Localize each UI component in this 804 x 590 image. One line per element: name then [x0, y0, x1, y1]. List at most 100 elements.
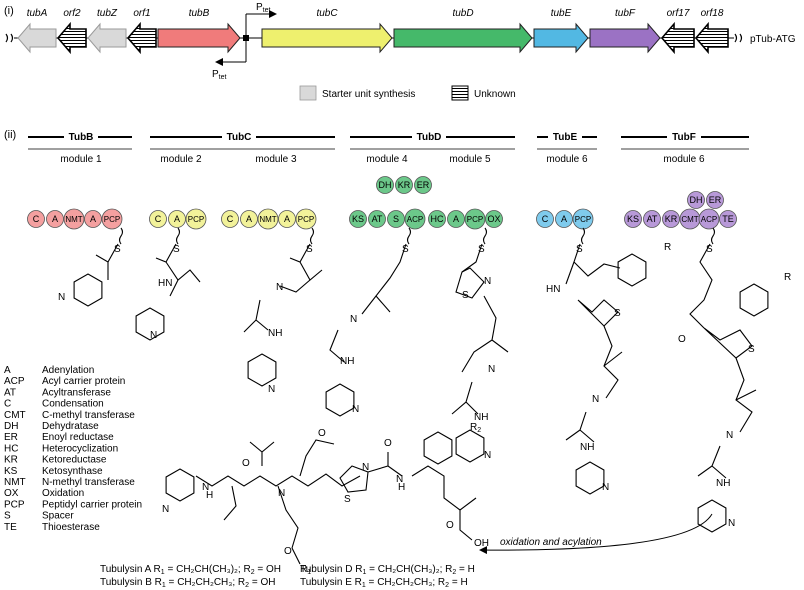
panel-i-label: (i) [4, 5, 14, 17]
domain-label-tubc-m3-2: NMT [259, 215, 276, 224]
domain-label-tubd-m4-3: ACP [407, 215, 423, 224]
tubulysin-a-line: Tubulysin A R1 = CH₂CH(CH₃)₂; R2 = OH [100, 564, 281, 576]
domain-tubd-m4-top-kr [395, 176, 413, 194]
protein-headers: TubB TubC TubD TubE TubF [28, 132, 749, 143]
atom-s-tubb: S [114, 244, 121, 255]
gene-arrow-orf1 [126, 21, 157, 55]
domain-tubc-m3-nmt [257, 208, 279, 230]
tether-tubb [118, 227, 124, 245]
final-atom-o3: O [318, 428, 326, 439]
abbr-def-te: Thioesterase [42, 522, 100, 533]
domain-label-tubc-m2-1: A [174, 214, 180, 224]
final-ile [223, 485, 237, 521]
final-atom-h1: H [206, 490, 213, 501]
domain-label-tubc-m3-4: PCP [298, 215, 314, 224]
abbr-c: C [4, 399, 11, 410]
tubulysin-definitions: Tubulysin A R1 = CH₂CH(CH₃)₂; R2 = OH Tu… [100, 564, 475, 589]
gene-legend: Starter unit synthesis Unknown [299, 85, 516, 101]
domain-tubd-m4-at [368, 210, 386, 228]
atom-n-m2: N [150, 330, 157, 341]
abbr-def-kr: Ketoreductase [42, 455, 107, 466]
atom-n-tube: N [592, 394, 599, 405]
atom-s-m3: S [306, 244, 313, 255]
domain-label-tubf-1: AT [647, 214, 658, 224]
final-acyl [291, 547, 301, 565]
domain-label-tubb-0: C [33, 214, 40, 224]
final-acid [411, 465, 477, 541]
domain-label-tubd-m5-1: A [453, 214, 459, 224]
struct-m4-ile [329, 329, 345, 363]
struct-m5-tail [461, 295, 509, 373]
domain-tube-a [555, 210, 573, 228]
abbr-dh: DH [4, 421, 18, 432]
struct-m5-chain [461, 243, 483, 273]
atom-nh-tube: NH [580, 442, 594, 453]
domain-tubd-m5-a [447, 210, 465, 228]
tubulysin-d-line: Tubulysin D R1 = CH₂CH(CH₃)₂; R2 = H [300, 564, 475, 576]
domain-tubd-m5-ox [485, 210, 503, 228]
abbr-a: A [4, 365, 11, 376]
struct-tube-chain [573, 243, 621, 277]
domain-tubd-m4-top-er [414, 176, 432, 194]
abbr-def-pcp: Peptidyl carrier protein [42, 499, 142, 510]
protein-tubc: TubC [227, 132, 252, 143]
atom-s-thz6: S [614, 308, 621, 319]
final-phenyl [423, 431, 453, 465]
tether-m2 [175, 227, 181, 245]
piperidine-tubf [697, 499, 727, 533]
break-left-icon [5, 33, 14, 43]
gene-arrow-orf18 [694, 21, 729, 55]
module-6-tubf-label: module 6 [663, 154, 705, 165]
struct-tube-nh [565, 261, 575, 285]
domain-tubb-c [27, 210, 45, 228]
break-right-icon [734, 33, 743, 43]
gene-arrow-tubE [533, 22, 589, 54]
domain-tubf-top-dh [687, 191, 705, 209]
gene-arrow-tubZ [87, 22, 127, 54]
final-atom-r1: R1 [300, 564, 311, 576]
atom-n-m4b: N [352, 404, 359, 415]
final-atom-o2: O [284, 546, 292, 557]
abbr-at: AT [4, 387, 16, 398]
domain-label-tube-0: C [542, 214, 549, 224]
module-2-label: module 2 [160, 154, 202, 165]
domain-label-tubf-4: ACP [701, 215, 717, 224]
domain-tubd-m4-s [387, 210, 405, 228]
domain-label-tubc-m3-1: A [246, 214, 252, 224]
protein-tubb: TubB [69, 132, 94, 143]
abbr-def-cmt: C-methyl transferase [42, 410, 135, 421]
final-backbone [195, 473, 361, 487]
atom-nh-m4: NH [340, 356, 354, 367]
gene-label-orf2: orf2 [63, 8, 81, 19]
abbr-ks: KS [4, 466, 18, 477]
domain-tubf-at [643, 210, 661, 228]
final-atom-n3: N [278, 488, 285, 499]
legend-unknown-swatch [451, 85, 469, 101]
phenyl-tube [617, 253, 647, 287]
panel-ii-label: (ii) [4, 129, 16, 141]
struct-tubb-chain [95, 243, 119, 280]
domain-tubc-m2-a [168, 210, 186, 228]
final-atom-h2: H [398, 482, 405, 493]
legend-unknown-label: Unknown [474, 89, 516, 100]
atom-s-thz5: S [462, 290, 469, 301]
piperidine-m3 [247, 353, 277, 387]
domain-label-tubb-3: A [90, 214, 96, 224]
piperidine-m2 [135, 307, 165, 341]
tubulysin-b-line: Tubulysin B R1 = CH₂CH₂CH₃; R2 = OH [100, 577, 275, 589]
atom-nh-m5: NH [474, 412, 488, 423]
struct-tubf-chain [689, 243, 713, 329]
atom-n-m3b: N [268, 384, 275, 395]
domain-tubb-a [84, 210, 102, 228]
atom-hn-m2: HN [158, 278, 172, 289]
final-atom-n2: N [202, 482, 209, 493]
abbr-def-ox: Oxidation [42, 488, 84, 499]
abbr-def-nmt: N-methyl transferase [42, 477, 135, 488]
domain-label-tubd-m4-top-1: KR [398, 180, 411, 190]
struct-tube-tail [603, 325, 623, 399]
tether-m4 [406, 227, 412, 245]
gene-arrow-tubA [17, 22, 57, 54]
domain-tubc-m3-a [278, 210, 296, 228]
struct-tubf-tail [735, 357, 757, 433]
